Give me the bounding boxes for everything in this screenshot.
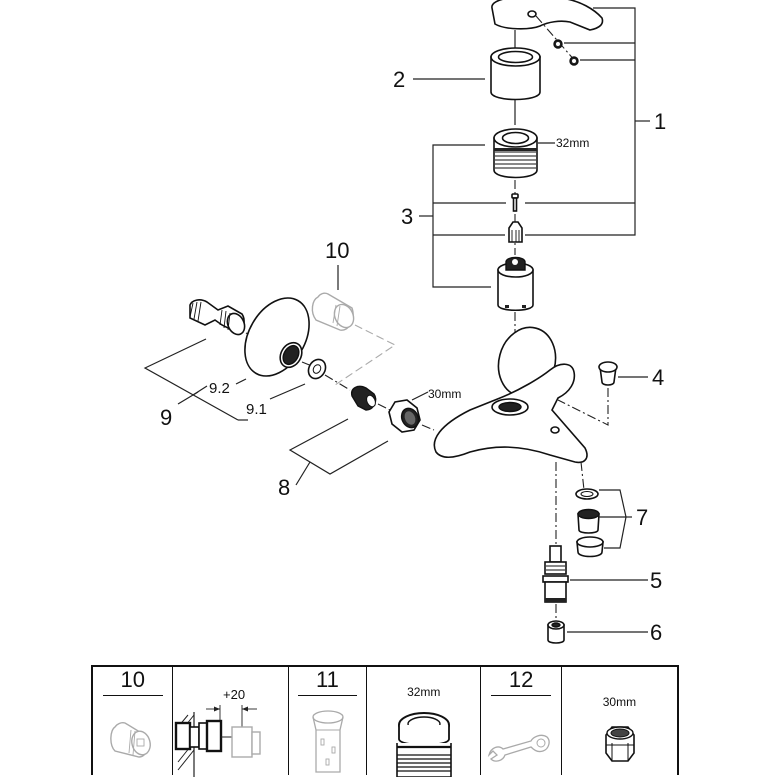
callout-8: 8 [278, 475, 290, 500]
hex-union-nut [388, 399, 421, 433]
accessory-cell-wrench: 12 [481, 667, 562, 775]
part-number: 12 [508, 667, 534, 692]
accessory-cell-hex-nut: 30mm [562, 667, 677, 775]
bracket-3 [432, 144, 491, 288]
hex-nut-icon [605, 726, 635, 762]
axis-line [377, 403, 391, 411]
set-screw-cap [569, 56, 579, 66]
seal-ring [307, 358, 327, 380]
cover-sleeve [490, 47, 541, 101]
underline [490, 695, 552, 696]
extension-installation-icon: +20 [175, 687, 262, 777]
bracket-1 [525, 7, 636, 236]
diverter-cartridge [542, 545, 569, 603]
part-number: 11 [315, 667, 339, 692]
dimension-32mm: 32mm [556, 136, 589, 150]
diverter-nut [547, 620, 565, 644]
callout-1: 1 [654, 109, 666, 134]
leader-line [411, 391, 429, 401]
underline [102, 695, 163, 696]
callout-10: 10 [325, 238, 349, 263]
extension-sleeve-icon [312, 710, 344, 773]
aerator-insert [577, 508, 600, 534]
nut-dimension: 32mm [407, 685, 441, 699]
escutcheon-rosette [244, 297, 310, 377]
screw-axis [535, 15, 577, 63]
accessories-table: 10 +20 [91, 665, 679, 777]
extension-dimension: +20 [223, 687, 245, 702]
dimension-30mm: 30mm [428, 387, 461, 401]
cartridge-screw [511, 193, 519, 212]
part-number: 10 [120, 667, 145, 692]
callout-5: 5 [650, 568, 662, 593]
aerator-axis [580, 461, 585, 491]
callout-6: 6 [650, 620, 662, 645]
accessory-cell-installation-detail: +20 [173, 667, 289, 777]
union-fitting [351, 385, 377, 411]
extension-piece-icon [110, 722, 151, 758]
extension-piece-optional [311, 292, 355, 331]
handle-lever [491, 0, 604, 31]
mixing-cartridge [497, 256, 534, 312]
leader-line [235, 378, 247, 385]
callout-7: 7 [636, 505, 648, 530]
nut-dimension: 30mm [602, 695, 637, 709]
wrench-icon [488, 734, 551, 762]
axis-line [324, 374, 351, 391]
cartridge-nut [493, 128, 538, 179]
callout-3: 3 [401, 204, 413, 229]
spindle-adapter [508, 221, 523, 243]
cartridge-nut-icon [396, 712, 452, 777]
leader-line [269, 383, 306, 400]
leader-line [192, 385, 208, 396]
accessory-cell-sleeve: 11 [289, 667, 368, 775]
callout-2: 2 [393, 67, 405, 92]
aerator-housing [576, 536, 604, 558]
bracket-9 [143, 338, 239, 421]
underline [297, 695, 357, 696]
bracket-8 [288, 418, 389, 475]
cap-axis [557, 388, 609, 426]
s-union-eccentric [189, 299, 246, 336]
callout-4: 4 [652, 365, 664, 390]
accessory-cell-cartridge-nut: 32mm [367, 667, 482, 777]
axis-line [421, 424, 435, 431]
leader-line [295, 461, 311, 486]
callout-9: 9 [160, 405, 172, 430]
callout-9-2: 9.2 [209, 380, 230, 397]
callout-9-1: 9.1 [246, 401, 267, 418]
bracket-7 [599, 489, 627, 549]
set-screw [553, 39, 563, 49]
extension-axis [334, 324, 397, 386]
end-cap [598, 361, 618, 386]
aerator-seal [575, 488, 599, 500]
accessory-cell-extension: 10 [93, 667, 174, 775]
mixer-body [433, 326, 588, 464]
